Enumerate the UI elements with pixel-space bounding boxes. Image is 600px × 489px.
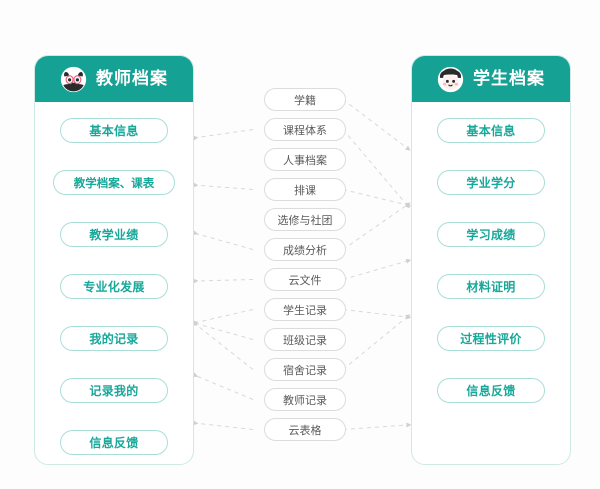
- student-card-header: 学生档案: [412, 56, 570, 102]
- teacher-item-7[interactable]: 信息反馈: [60, 430, 168, 455]
- teacher-item-5[interactable]: 我的记录: [60, 326, 168, 351]
- student-item-4[interactable]: 材料证明: [437, 274, 545, 299]
- student-item-5[interactable]: 过程性评价: [437, 326, 545, 351]
- panda-mascot-icon: [60, 66, 87, 92]
- module-item-1[interactable]: 学籍: [264, 88, 346, 111]
- teacher-item-6[interactable]: 记录我的: [60, 378, 168, 403]
- connectors-to-teacher-card: [191, 129, 254, 430]
- module-item-3[interactable]: 人事档案: [264, 148, 346, 171]
- module-item-9[interactable]: 班级记录: [264, 328, 346, 351]
- teacher-card-title: 教师档案: [96, 68, 168, 89]
- module-item-4[interactable]: 排课: [264, 178, 346, 201]
- module-item-12[interactable]: 云表格: [264, 418, 346, 441]
- teacher-item-list: 基本信息教学档案、课表教学业绩专业化发展我的记录记录我的信息反馈: [35, 102, 193, 464]
- module-item-7[interactable]: 云文件: [264, 268, 346, 291]
- student-item-1[interactable]: 基本信息: [437, 118, 545, 143]
- module-item-8[interactable]: 学生记录: [264, 298, 346, 321]
- teacher-item-2[interactable]: 教学档案、课表: [53, 170, 175, 195]
- module-column: 学籍课程体系人事档案排课选修与社团成绩分析云文件学生记录班级记录宿舍记录教师记录…: [257, 88, 353, 448]
- student-card-title: 学生档案: [473, 68, 545, 89]
- module-item-2[interactable]: 课程体系: [264, 118, 346, 141]
- module-item-6[interactable]: 成绩分析: [264, 238, 346, 261]
- student-item-list: 基本信息学业学分学习成绩材料证明过程性评价信息反馈: [412, 102, 570, 430]
- teacher-item-3[interactable]: 教学业绩: [60, 222, 168, 247]
- module-item-10[interactable]: 宿舍记录: [264, 358, 346, 381]
- module-item-5[interactable]: 选修与社团: [264, 208, 346, 231]
- teacher-card-header: 教师档案: [35, 56, 193, 102]
- module-item-11[interactable]: 教师记录: [264, 388, 346, 411]
- student-archive-card[interactable]: 学生档案 基本信息学业学分学习成绩材料证明过程性评价信息反馈: [411, 55, 571, 465]
- student-item-6[interactable]: 信息反馈: [437, 378, 545, 403]
- cat-mascot-icon: [437, 66, 464, 92]
- student-item-3[interactable]: 学习成绩: [437, 222, 545, 247]
- teacher-archive-card[interactable]: 教师档案 基本信息教学档案、课表教学业绩专业化发展我的记录记录我的信息反馈: [34, 55, 194, 465]
- student-item-2[interactable]: 学业学分: [437, 170, 545, 195]
- teacher-item-1[interactable]: 基本信息: [60, 118, 168, 143]
- teacher-item-4[interactable]: 专业化发展: [60, 274, 168, 299]
